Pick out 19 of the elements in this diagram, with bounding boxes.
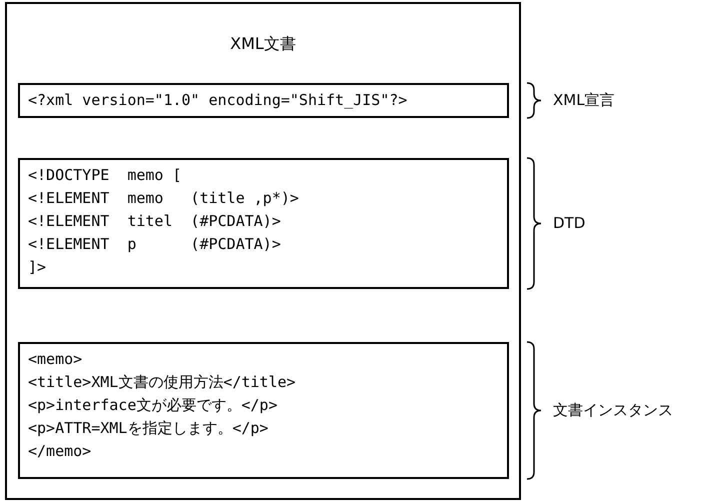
code-line: <p>interface文が必要です。</p> (28, 395, 278, 416)
section-label: DTD (553, 214, 586, 232)
code-line: ]> (28, 257, 46, 278)
code-line: </memo> (28, 441, 92, 462)
code-line: <?xml version="1.0" encoding="Shift_JIS"?> (28, 90, 408, 111)
section-label: XML宣言 (553, 90, 615, 110)
section-label: 文書インスタンス (553, 400, 673, 420)
code-line: <!ELEMENT p (#PCDATA)> (28, 234, 281, 255)
code-line: <p>ATTR=XMLを指定します。</p> (28, 418, 268, 439)
code-line: <title>XML文書の使用方法</title> (28, 372, 296, 393)
code-box (18, 342, 509, 479)
code-box (18, 83, 509, 118)
code-line: <!DOCTYPE memo [ (28, 165, 182, 186)
node-heading: XML文書 (229, 33, 297, 55)
code-line: <!ELEMENT titel (#PCDATA)> (28, 211, 281, 232)
code-line: <memo> (28, 349, 82, 370)
document-frame (5, 2, 521, 500)
code-box (18, 158, 509, 289)
code-line: <!ELEMENT memo (title ,p*)> (28, 188, 299, 209)
